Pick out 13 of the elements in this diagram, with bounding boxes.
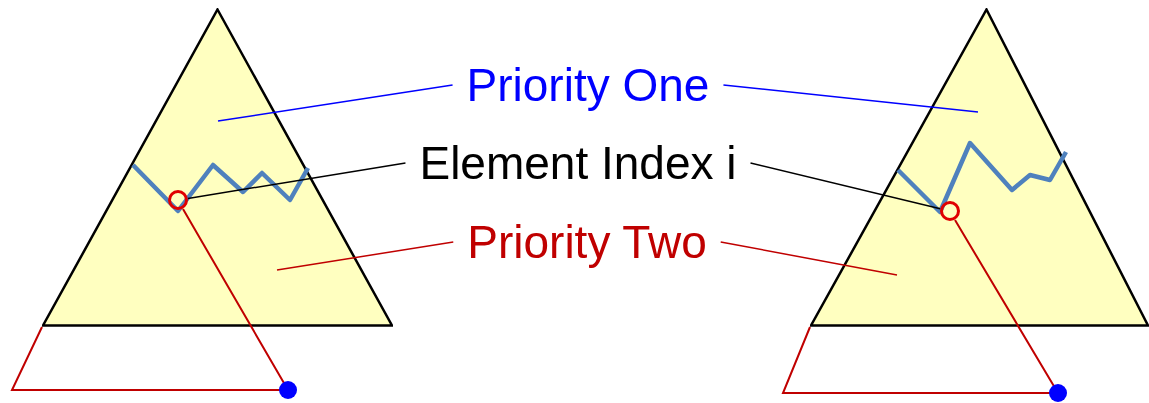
leader-line: [722, 84, 979, 113]
label-text: Priority Two: [453, 216, 721, 268]
label-text: Element Index i: [405, 137, 751, 189]
leader-line: [719, 241, 898, 276]
marker-circle: [940, 201, 960, 221]
leader-line: [749, 162, 942, 210]
leader-line: [217, 84, 454, 122]
leader-line: [187, 162, 407, 200]
leader-line: [276, 241, 455, 271]
label-text: Priority One: [452, 59, 724, 111]
triangle: [42, 8, 393, 327]
marker-circle: [168, 190, 188, 210]
triangle: [810, 8, 1149, 327]
